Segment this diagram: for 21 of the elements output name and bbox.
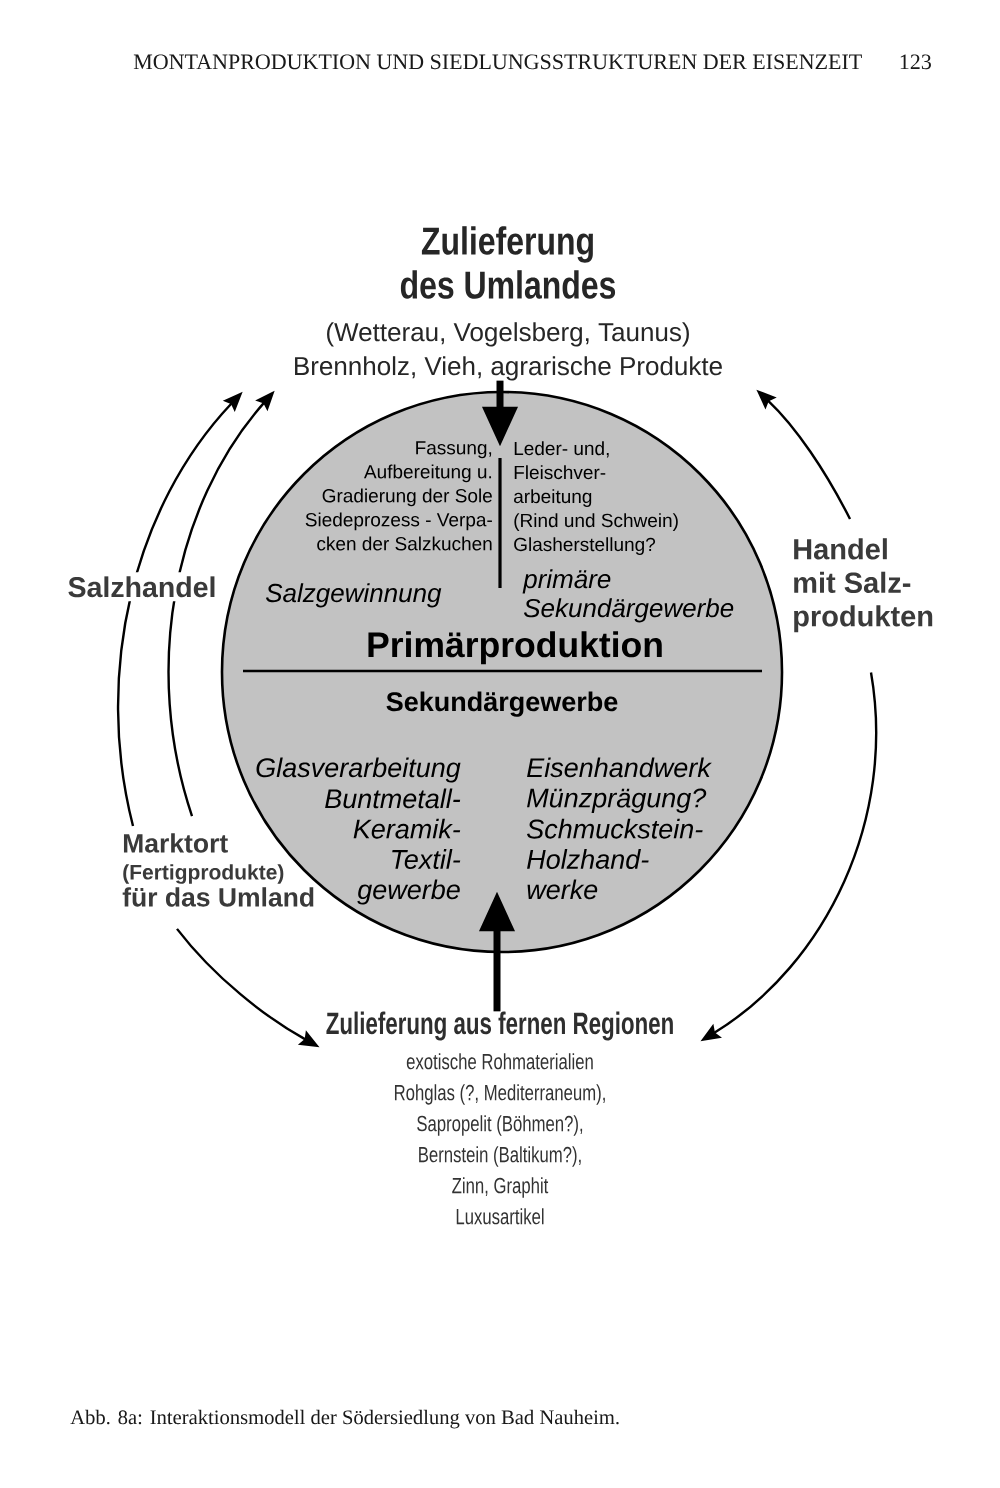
circle-text: Glasverarbeitung [256,757,461,783]
section-heading: Primärproduktion [368,631,662,665]
circle-text: Leder- und, Fleischver- arbeitung (Rind und Schwein) Glasherstellung? [514,441,678,555]
running-head: MONTANPRODUKTION UND SIEDLUNGSSTRUKTUREN DER EISENZEIT [133,54,862,70]
circle-text: Buntmetall- Keramik- Textil- gewerbe [325,788,461,905]
edge-label: Salzhandel [63,572,221,602]
page-number: 123 [900,54,931,70]
node-text: exotische Rohmaterialien Rohglas (?, Mediterraneum), Sapropelit (Böhmen?), Bernstein (Baltikum?), Zinn, Graphit Luxusartikel [395,1053,605,1225]
caption: Abb. 8a: Interaktionsmodell der Södersiedlung von Bad Nauheim. [70,1409,619,1429]
circle-text: Eisenhandwerk [527,757,712,778]
section-heading: Sekundärgewerbe [386,691,618,717]
node-text: (Wetterau, Vogelsberg, Taunus) Brennholz, Vieh, agrarische Produkte [295,322,722,381]
node-label: Handel mit Salz- produkten [794,538,933,633]
heading: Zulieferung aus fernen Regionen [326,1011,673,1041]
node-label: Marktort (Fertigprodukte) für das Umland [122,833,314,907]
section-label: primäre Sekundärgewerbe [522,569,734,623]
section-label: Salzgewinnung [265,583,442,608]
circle-text: Fassung, Aufbereitung u. Gradierung der Sole Siedeprozess - Verpa- cken der Salzkuchen [305,441,492,551]
heading: Zulieferung des Umlandes [400,226,616,299]
circle-text: Schmuckstein- Holzhand- werke [526,818,703,900]
circle-text: Münzprägung? [527,788,707,813]
